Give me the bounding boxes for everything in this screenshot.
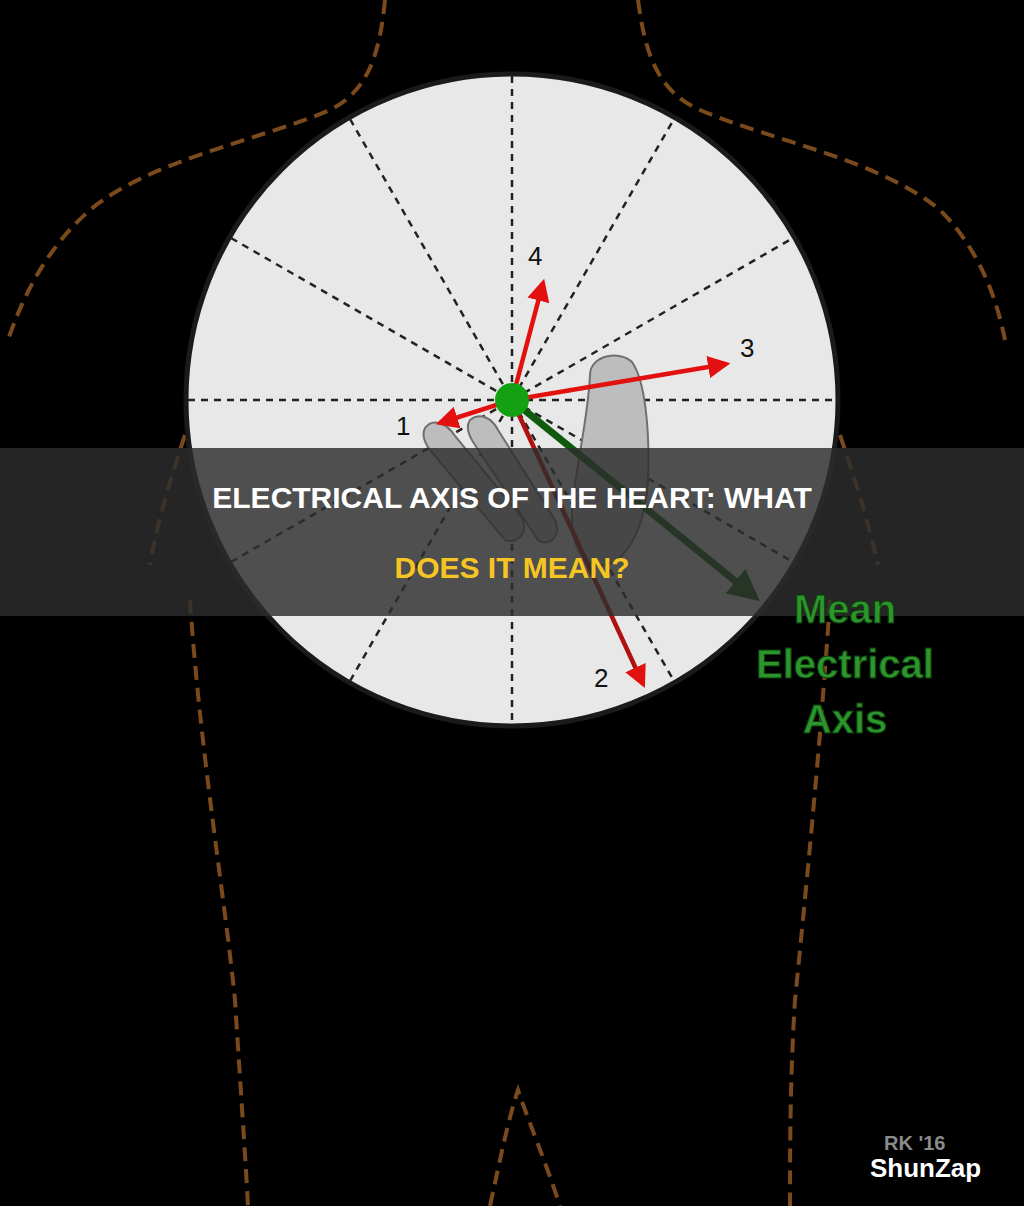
watermark: ShunZap bbox=[870, 1154, 981, 1183]
callout-number: 4 bbox=[528, 242, 542, 271]
lead-axes bbox=[188, 76, 836, 724]
callout-number: 3 bbox=[740, 334, 754, 363]
callout-number: 1 bbox=[396, 412, 410, 441]
callout-number: 2 bbox=[594, 664, 608, 693]
axis-label: Mean Electrical Axis bbox=[740, 582, 950, 747]
origin-dot bbox=[495, 383, 529, 417]
hexaxial-circle bbox=[186, 74, 838, 726]
watermark: RK '16 bbox=[884, 1132, 945, 1154]
page-title: ELECTRICAL AXIS OF THE HEART: WHAT DOES … bbox=[192, 463, 832, 603]
